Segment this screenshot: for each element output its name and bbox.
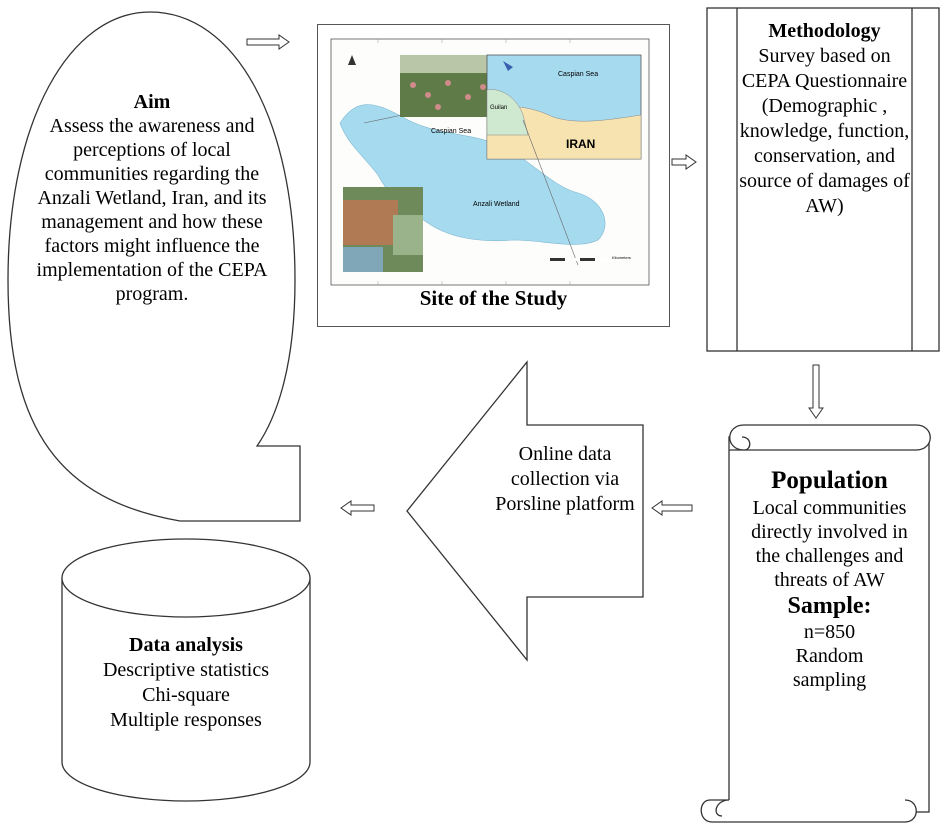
aim-title: Aim [133, 91, 171, 113]
map-scale-unit: Kilometers [612, 255, 631, 260]
analysis-item: Chi-square [142, 684, 230, 706]
arrow-online-to-analysis [340, 500, 375, 516]
population-scroll [700, 424, 931, 823]
analysis-text: Data analysis Descriptive statistics Chi… [62, 633, 310, 733]
map-label-guilan: Guilan [490, 105, 508, 111]
population-text: Population Local communities directly in… [737, 466, 922, 692]
methodology-body: Survey based on CEPA Questionnaire (Demo… [739, 45, 910, 217]
analysis-cylinder [61, 538, 311, 802]
site-map-panel: Caspian Sea Caspian Sea Guilan IRAN Anza… [317, 24, 670, 327]
site-map [330, 38, 650, 286]
arrow-method-to-pop [808, 364, 824, 419]
population-body: Local communities directly involved in t… [751, 497, 908, 591]
sample-title: Sample: [787, 593, 872, 619]
arrow-pop-to-online [651, 500, 693, 516]
arrow-aim-to-site [246, 34, 290, 50]
aim-bubble [7, 11, 301, 522]
analysis-item: Multiple responses [110, 709, 262, 731]
methodology-text: Methodology Survey based on CEPA Questio… [737, 19, 912, 219]
sample-method: Random sampling [792, 645, 867, 691]
online-arrow [406, 360, 644, 662]
analysis-title: Data analysis [129, 634, 243, 656]
map-label-anzali: Anzali Wetland [473, 201, 520, 208]
analysis-item: Descriptive statistics [102, 659, 270, 681]
sample-n: n=850 [803, 621, 856, 643]
methodology-box [706, 7, 940, 352]
site-caption: Site of the Study [419, 286, 568, 310]
online-text: Online data collection via Porsline plat… [495, 443, 635, 515]
map-label-iran: IRAN [566, 137, 596, 151]
population-title: Population [771, 467, 888, 494]
arrow-site-to-method [671, 154, 697, 170]
methodology-title: Methodology [768, 20, 881, 42]
map-label-caspian: Caspian Sea [431, 128, 472, 135]
map-label-caspian-inset: Caspian Sea [558, 71, 599, 78]
aim-body: Assess the awareness and perceptions of … [36, 115, 268, 305]
aim-text: Aim Assess the awareness and perceptions… [22, 90, 282, 306]
